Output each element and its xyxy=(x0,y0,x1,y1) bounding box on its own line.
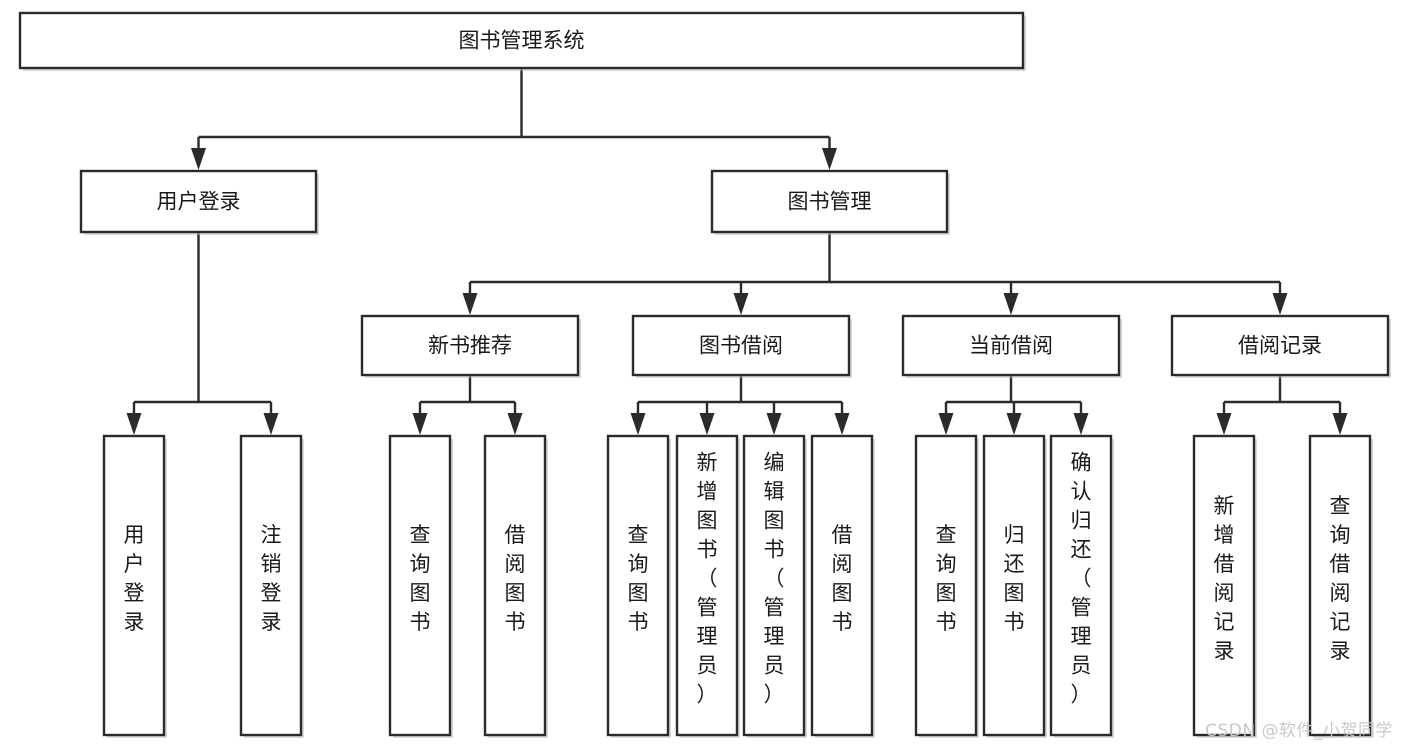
node-label: 借阅图书 xyxy=(505,523,526,634)
arrow-head-icon xyxy=(1003,293,1019,315)
diagram-node-l-confirm-return[interactable]: 确认归还（管理员） xyxy=(1049,434,1114,738)
node-box[interactable] xyxy=(18,11,1025,70)
node-label: 借阅图书 xyxy=(832,523,853,634)
arrow-head-icon xyxy=(1332,413,1348,435)
arrow-head-icon xyxy=(630,413,646,435)
diagram-node-n-book-borrow[interactable]: 图书借阅 xyxy=(631,314,852,378)
node-box[interactable] xyxy=(79,169,318,234)
arrow-head-icon xyxy=(822,148,837,170)
arrow-head-icon xyxy=(507,413,523,435)
node-label: 图书管理系统 xyxy=(459,29,585,53)
arrow-head-icon xyxy=(462,293,478,315)
arrow-head-icon xyxy=(733,293,749,315)
diagram-node-l-query-book-3[interactable]: 查询图书 xyxy=(914,434,979,738)
diagram-node-root[interactable]: 图书管理系统 xyxy=(18,11,1026,71)
arrow-head-icon xyxy=(412,413,428,435)
arrow-head-icon xyxy=(1272,293,1288,315)
node-box[interactable] xyxy=(710,169,949,234)
node-box[interactable] xyxy=(483,434,547,737)
diagram-node-l-user-login[interactable]: 用户登录 xyxy=(102,434,167,738)
node-label: 图书借阅 xyxy=(699,334,783,358)
node-label: 归还图书 xyxy=(1004,523,1025,634)
node-box[interactable] xyxy=(982,434,1046,737)
node-box[interactable] xyxy=(1170,314,1390,377)
arrow-head-icon xyxy=(1216,413,1232,435)
arrow-head-icon xyxy=(699,413,715,435)
diagram-node-l-add-record[interactable]: 新增借阅记录 xyxy=(1192,434,1257,738)
node-label: 新增借阅记录 xyxy=(1214,494,1235,663)
node-label: 查询图书 xyxy=(410,523,431,634)
node-label: 图书管理 xyxy=(788,190,872,214)
diagram-node-n-user-login[interactable]: 用户登录 xyxy=(79,169,319,235)
node-layer: 图书管理系统用户登录图书管理新书推荐图书借阅当前借阅借阅记录用户登录注销登录查询… xyxy=(18,11,1391,738)
arrow-head-icon xyxy=(263,413,279,435)
connector-layer xyxy=(126,68,1348,435)
node-label: 查询借阅记录 xyxy=(1330,494,1351,663)
diagram-node-n-borrow-record[interactable]: 借阅记录 xyxy=(1170,314,1391,378)
arrow-head-icon xyxy=(938,413,954,435)
node-label: 借阅记录 xyxy=(1238,334,1322,358)
arrow-head-icon xyxy=(1073,413,1089,435)
node-box[interactable] xyxy=(606,434,670,737)
diagram-node-l-logout[interactable]: 注销登录 xyxy=(239,434,304,738)
node-box[interactable] xyxy=(388,434,452,737)
arrow-head-icon xyxy=(834,413,850,435)
node-label: 查询图书 xyxy=(628,523,649,634)
diagram-node-l-add-book[interactable]: 新增图书（管理员） xyxy=(675,434,740,738)
diagram-node-n-book-mgmt[interactable]: 图书管理 xyxy=(710,169,950,235)
arrow-head-icon xyxy=(191,148,206,170)
diagram-node-n-current-borrow[interactable]: 当前借阅 xyxy=(901,314,1122,378)
node-box[interactable] xyxy=(360,314,580,377)
diagram-node-n-new-book-rec[interactable]: 新书推荐 xyxy=(360,314,581,378)
diagram-node-l-borrow-book-2[interactable]: 借阅图书 xyxy=(810,434,875,738)
node-box[interactable] xyxy=(675,434,739,737)
node-box[interactable] xyxy=(1308,434,1372,737)
node-box[interactable] xyxy=(1049,434,1113,737)
node-label: 注销登录 xyxy=(261,523,282,634)
node-box[interactable] xyxy=(810,434,874,737)
diagram-node-l-query-record[interactable]: 查询借阅记录 xyxy=(1308,434,1373,738)
diagram-node-l-borrow-book-1[interactable]: 借阅图书 xyxy=(483,434,548,738)
node-box[interactable] xyxy=(631,314,851,377)
diagram-node-l-edit-book[interactable]: 编辑图书（管理员） xyxy=(742,434,807,738)
node-label: 确认归还（管理员） xyxy=(1071,451,1092,707)
node-label: 用户登录 xyxy=(157,190,241,214)
node-box[interactable] xyxy=(901,314,1121,377)
node-box[interactable] xyxy=(742,434,806,737)
node-label: 新书推荐 xyxy=(428,334,512,358)
node-label: 查询图书 xyxy=(936,523,957,634)
node-label: 编辑图书（管理员） xyxy=(764,451,785,707)
node-box[interactable] xyxy=(102,434,166,737)
diagram-node-l-query-book-2[interactable]: 查询图书 xyxy=(606,434,671,738)
node-label: 用户登录 xyxy=(124,523,145,634)
node-label: 当前借阅 xyxy=(969,334,1053,358)
arrow-head-icon xyxy=(766,413,782,435)
diagram-node-l-query-book-1[interactable]: 查询图书 xyxy=(388,434,453,738)
node-label: 新增图书（管理员） xyxy=(697,451,718,707)
node-box[interactable] xyxy=(1192,434,1256,737)
node-box[interactable] xyxy=(914,434,978,737)
node-box[interactable] xyxy=(239,434,303,737)
arrow-head-icon xyxy=(1006,413,1022,435)
arrow-head-icon xyxy=(126,413,142,435)
diagram-node-l-return-book[interactable]: 归还图书 xyxy=(982,434,1047,738)
